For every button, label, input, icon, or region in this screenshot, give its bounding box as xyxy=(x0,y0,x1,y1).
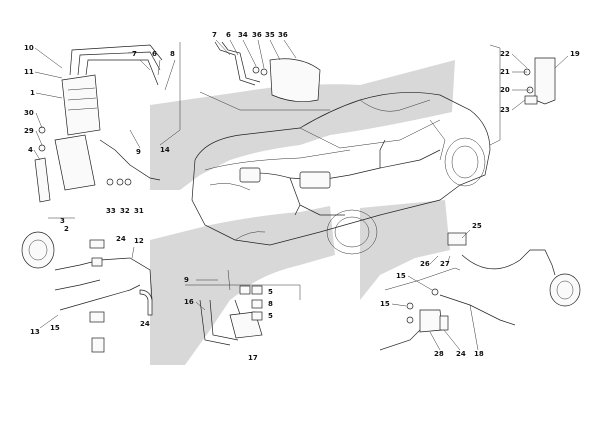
callout-21: 21 xyxy=(500,68,510,76)
callout-6b: 6 xyxy=(226,31,231,39)
callout-22: 22 xyxy=(500,50,510,58)
callout-15c: 15 xyxy=(380,300,390,308)
callout-7a: 7 xyxy=(132,50,137,58)
leader-lines xyxy=(33,39,569,351)
callout-35: 35 xyxy=(265,31,275,39)
car-body xyxy=(191,92,491,255)
callout-20: 20 xyxy=(500,86,510,94)
callout-8a: 8 xyxy=(170,50,175,58)
front-left-brake-assembly xyxy=(21,231,153,353)
callout-1: 1 xyxy=(30,89,35,97)
callout-5b: 5 xyxy=(268,312,273,320)
callout-13: 13 xyxy=(30,328,40,336)
callout-17: 17 xyxy=(248,354,258,362)
callout-30: 30 xyxy=(24,109,34,117)
callout-6a: 6 xyxy=(152,50,157,58)
callout-23: 23 xyxy=(500,106,510,114)
callout-29: 29 xyxy=(24,127,34,135)
callout-10: 10 xyxy=(24,44,34,52)
callout-24b: 24 xyxy=(140,320,150,328)
callout-9a: 9 xyxy=(136,148,141,156)
callout-24a: 24 xyxy=(116,235,126,243)
callout-27: 27 xyxy=(440,260,450,268)
callout-34: 34 xyxy=(238,31,248,39)
callout-19: 19 xyxy=(570,50,580,58)
bracket-assembly xyxy=(489,44,556,146)
callout-32: 32 xyxy=(120,207,130,215)
callout-8b: 8 xyxy=(268,300,273,308)
callout-26: 26 xyxy=(420,260,430,268)
callout-33: 33 xyxy=(106,207,116,215)
callout-7b: 7 xyxy=(212,31,217,39)
callout-11: 11 xyxy=(24,68,34,76)
watermark-logo xyxy=(150,60,455,365)
callout-25: 25 xyxy=(472,222,482,230)
car-brake-lines xyxy=(239,139,441,216)
callout-18: 18 xyxy=(474,350,484,358)
callout-31: 31 xyxy=(134,207,144,215)
callout-16: 16 xyxy=(184,298,194,306)
callout-15a: 15 xyxy=(50,324,60,332)
callout-36b: 36 xyxy=(278,31,288,39)
rear-brake-assembly xyxy=(379,232,581,351)
callout-9b: 9 xyxy=(184,276,189,284)
callout-3: 3 xyxy=(60,217,65,225)
abs-unit-assembly xyxy=(34,42,181,203)
callout-labels: 10 11 1 30 29 4 3 2 33 32 31 7 6 8 9 14 … xyxy=(24,31,580,362)
callout-4: 4 xyxy=(28,146,33,154)
callout-14: 14 xyxy=(160,146,170,154)
callout-15b: 15 xyxy=(396,272,406,280)
callout-2: 2 xyxy=(64,225,69,233)
center-hose-assembly xyxy=(185,269,301,346)
callout-36a: 36 xyxy=(252,31,262,39)
callout-5a: 5 xyxy=(268,288,273,296)
callout-28: 28 xyxy=(434,350,444,358)
master-cylinder-assembly xyxy=(199,41,330,111)
callout-12: 12 xyxy=(134,237,144,245)
callout-24c: 24 xyxy=(456,350,466,358)
